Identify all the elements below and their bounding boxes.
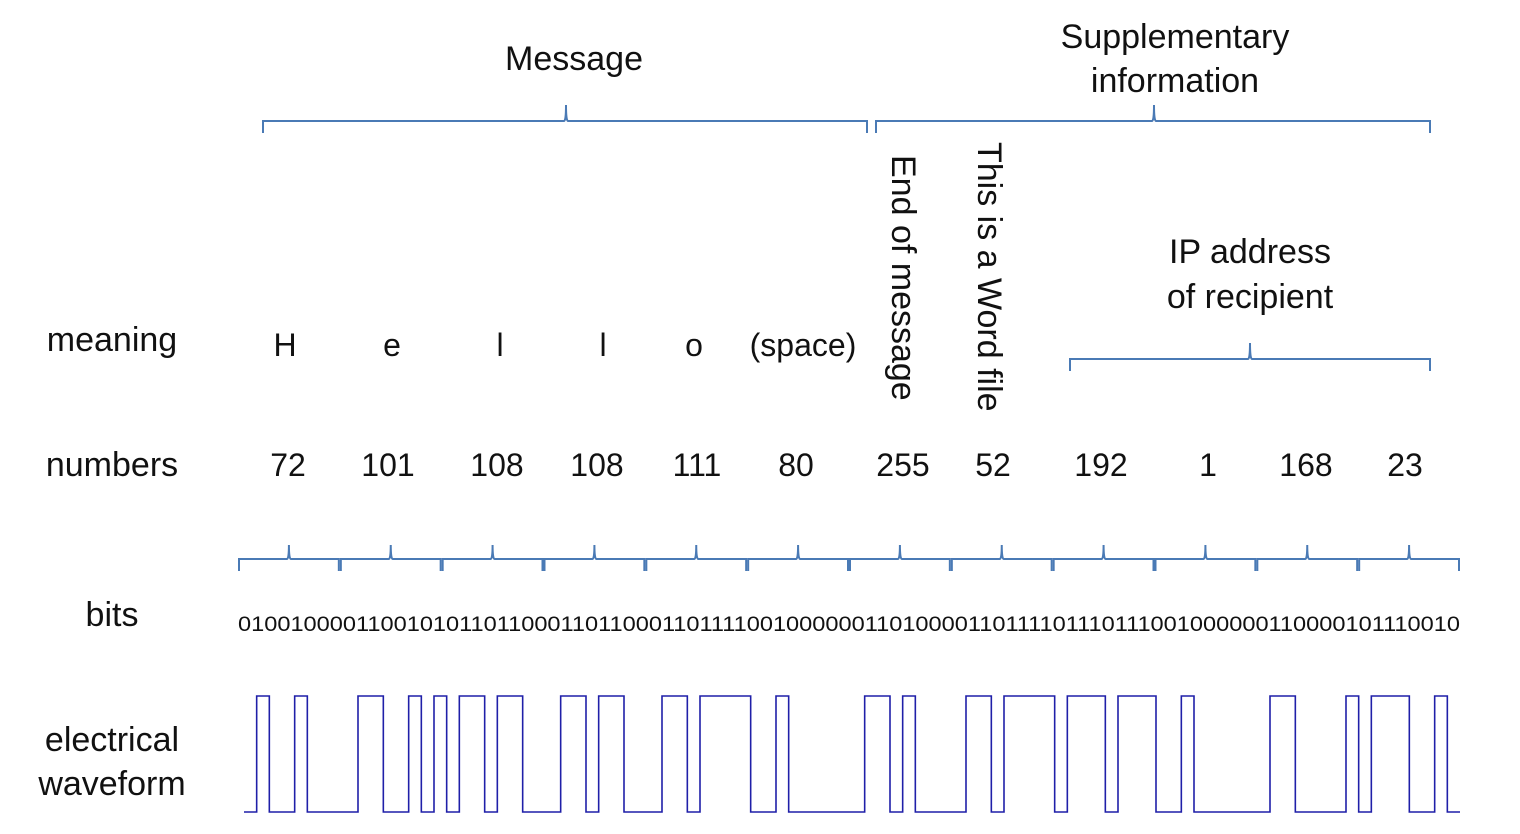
number-item: 23 bbox=[1387, 447, 1423, 483]
supplementary-brace bbox=[875, 104, 1431, 133]
byte-brace bbox=[441, 544, 544, 571]
meaning-item: H bbox=[273, 327, 296, 363]
supplementary-header-line2: information bbox=[1091, 62, 1259, 100]
number-item: 255 bbox=[876, 447, 929, 483]
number-item: 192 bbox=[1074, 447, 1127, 483]
message-header: Message bbox=[505, 40, 643, 78]
number-item: 72 bbox=[270, 447, 306, 483]
meaning-item: l bbox=[496, 327, 503, 363]
meaning-item: o bbox=[685, 327, 703, 363]
byte-brace bbox=[849, 544, 951, 571]
number-item: 1 bbox=[1199, 447, 1217, 483]
row-label-waveform-line1: electrical bbox=[45, 721, 179, 759]
number-item: 101 bbox=[361, 447, 414, 483]
number-item: 108 bbox=[570, 447, 623, 483]
meaning-item: (space) bbox=[750, 327, 857, 363]
byte-brace bbox=[645, 544, 748, 571]
supplementary-header-line1: Supplementary bbox=[1061, 18, 1290, 56]
byte-brace bbox=[238, 544, 340, 571]
row-label-waveform-line2: waveform bbox=[37, 765, 185, 803]
meaning-item: e bbox=[383, 327, 401, 363]
number-item: 111 bbox=[673, 447, 722, 483]
electrical-waveform bbox=[244, 695, 1460, 813]
number-item: 168 bbox=[1279, 447, 1332, 483]
number-item: 80 bbox=[778, 447, 814, 483]
byte-brace bbox=[950, 544, 1053, 571]
byte-brace bbox=[1052, 544, 1155, 571]
byte-brace bbox=[747, 544, 849, 571]
byte-brace bbox=[1256, 544, 1359, 571]
word-file-label: This is a Word file bbox=[970, 142, 1008, 412]
ip-address-label-line1: IP address bbox=[1169, 233, 1331, 271]
number-item: 108 bbox=[470, 447, 523, 483]
byte-brace bbox=[543, 544, 646, 571]
byte-braces bbox=[238, 544, 1460, 571]
end-of-message-label: End of message bbox=[884, 155, 922, 401]
numbers-row: 72 101 108 108 111 80 255 52 192 1 168 23 bbox=[270, 447, 1423, 483]
message-brace bbox=[262, 104, 868, 133]
ip-address-brace bbox=[1069, 342, 1431, 371]
row-label-meaning: meaning bbox=[47, 321, 177, 359]
meaning-item: l bbox=[599, 327, 606, 363]
byte-brace bbox=[1154, 544, 1257, 571]
ip-address-label-line2: of recipient bbox=[1167, 278, 1334, 316]
byte-brace bbox=[1358, 544, 1460, 571]
number-item: 52 bbox=[975, 447, 1011, 483]
row-label-numbers: numbers bbox=[46, 446, 178, 484]
row-label-bits: bits bbox=[86, 596, 139, 634]
byte-brace bbox=[339, 544, 442, 571]
bits-string: 0100100001100101011011000110110001101111… bbox=[238, 613, 1460, 636]
